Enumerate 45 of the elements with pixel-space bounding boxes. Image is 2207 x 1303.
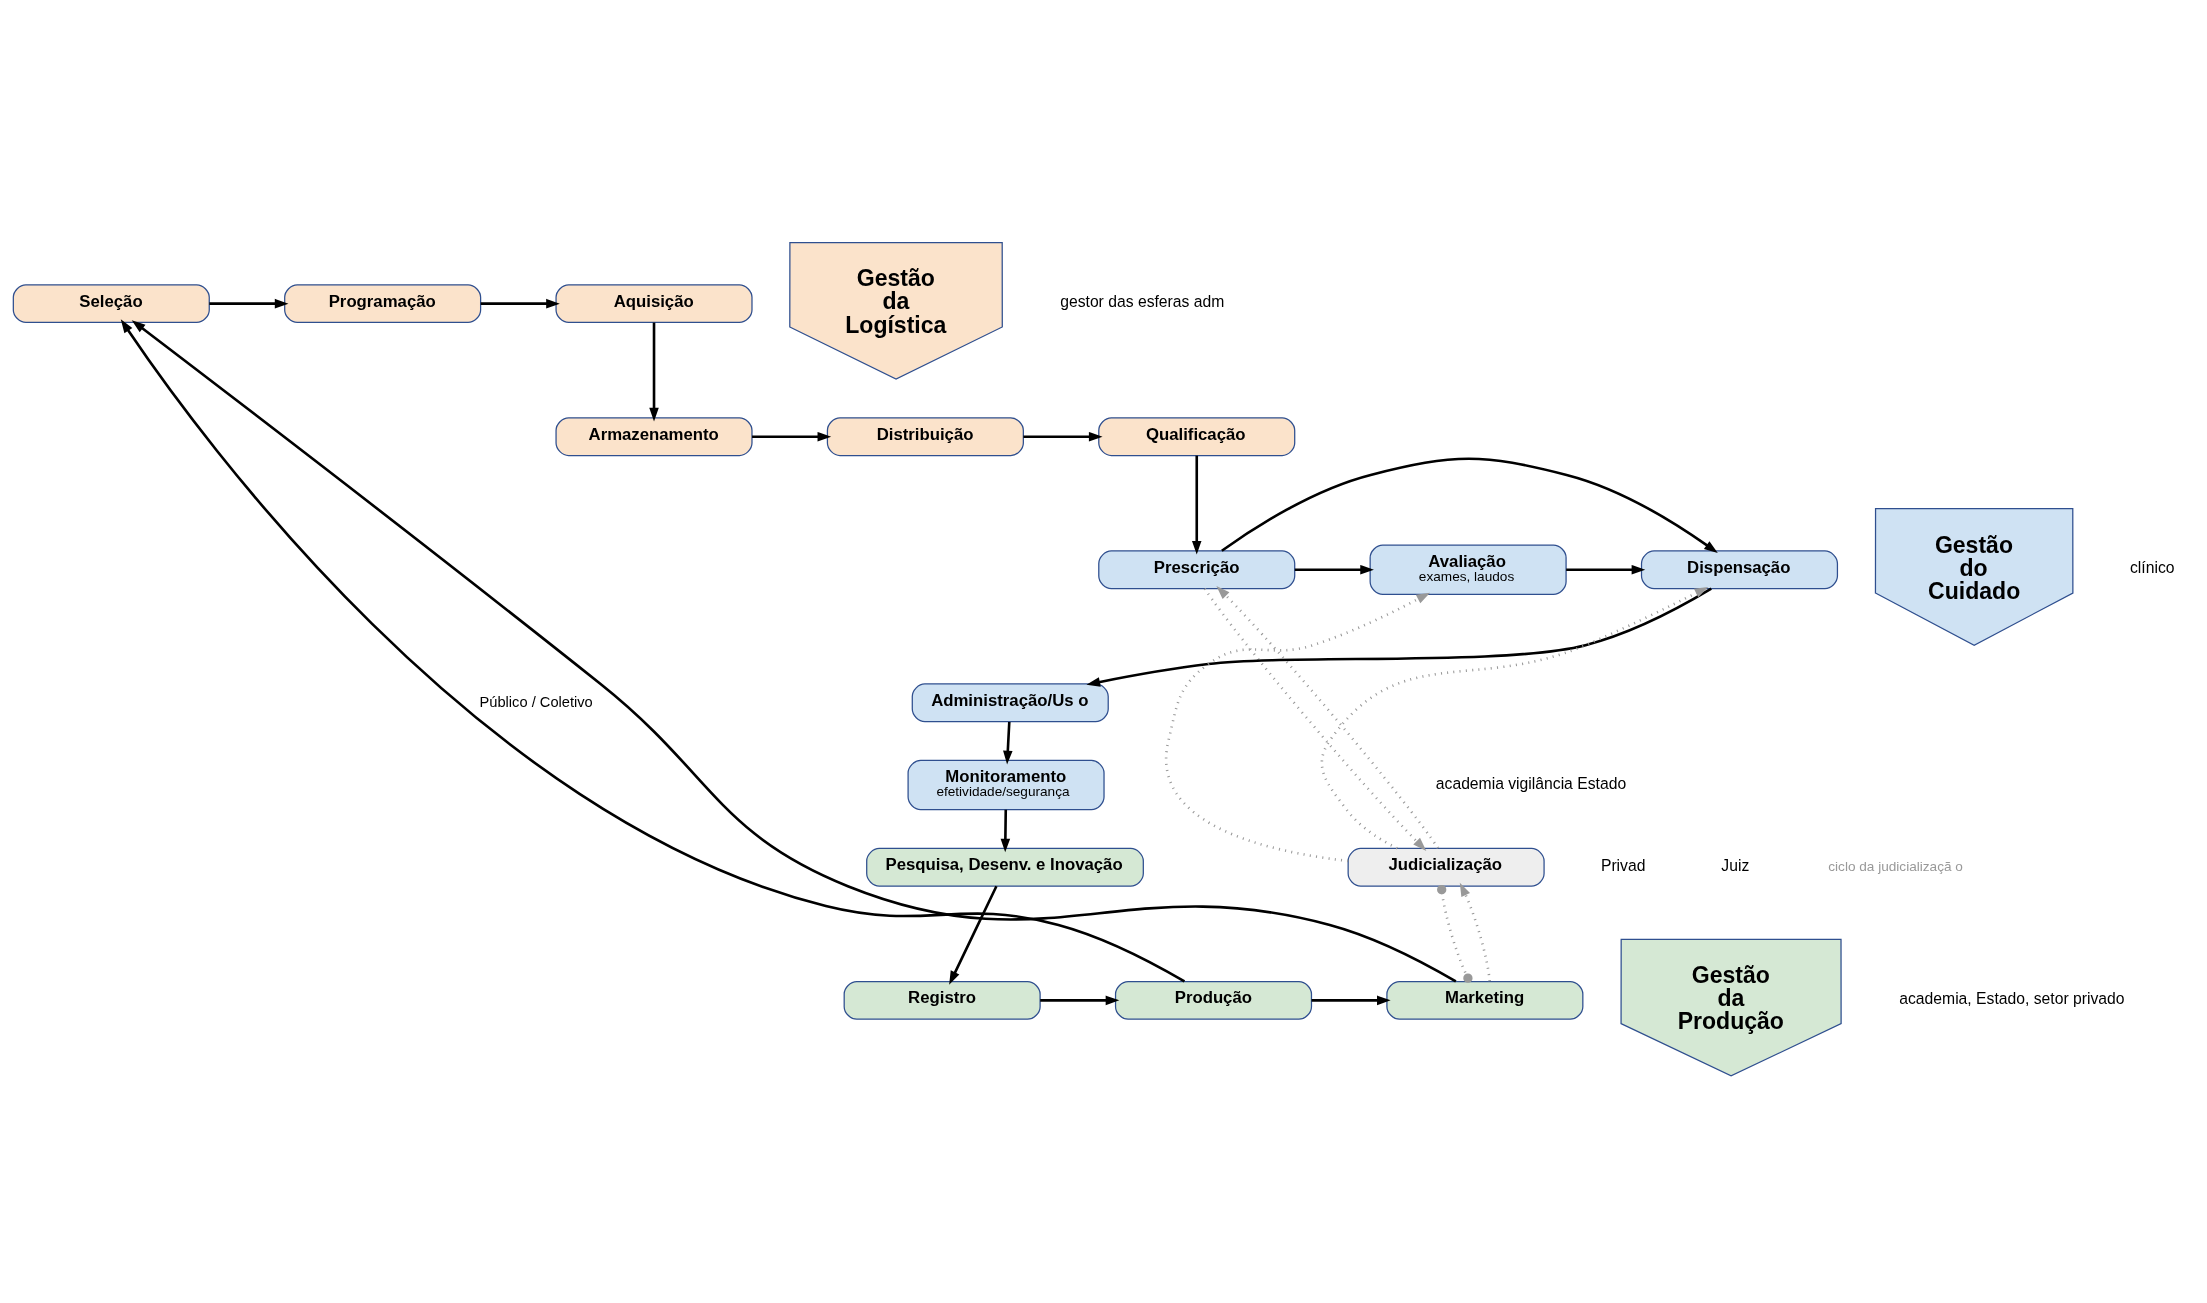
- edge-label: Público / Coletivo: [479, 693, 593, 710]
- arrow: [949, 885, 998, 985]
- node-box: Administração/Us o: [911, 682, 1109, 722]
- arrow: [649, 322, 659, 421]
- arrow: [131, 319, 1457, 982]
- arrow: [209, 298, 289, 308]
- node-box: Prescrição: [1098, 549, 1296, 589]
- node-box: Judicialização: [1347, 847, 1545, 887]
- node-box: Avaliação exames, laudos: [1369, 544, 1567, 595]
- label: academia, Estado, setor privado: [1899, 989, 2125, 1007]
- arrow: [1459, 882, 1491, 981]
- legend-label: ciclo da judicializaçã o: [1828, 858, 1963, 874]
- label: gestor das esferas adm: [1060, 292, 1225, 310]
- arrow: [1165, 592, 1431, 862]
- node-box: Distribuição: [826, 416, 1024, 456]
- arrow: [1294, 564, 1374, 575]
- node-box: Armazenamento: [555, 416, 753, 456]
- node-box: Produção: [1114, 980, 1313, 1020]
- label: Juiz: [1721, 856, 1750, 874]
- arrow: [1566, 564, 1646, 575]
- arrow: [1000, 809, 1011, 852]
- arrow: [1023, 431, 1103, 441]
- arrow: [480, 298, 560, 308]
- node-box: Aquisição: [555, 283, 753, 323]
- node-box: Pesquisa, Desenv. e Inovação: [866, 847, 1144, 887]
- node-box: Qualificação: [1098, 416, 1296, 456]
- arrow: [1320, 586, 1709, 849]
- arrow: [1086, 587, 1712, 687]
- node-box: Dispensação: [1640, 549, 1839, 589]
- node-box: Programação: [284, 283, 482, 323]
- arrow: [1003, 721, 1013, 764]
- node-box: Marketing: [1386, 980, 1584, 1020]
- node-box: Registro: [843, 980, 1041, 1020]
- arrow: [120, 318, 1186, 982]
- arrow: [1191, 455, 1202, 555]
- arrow: [1221, 457, 1718, 553]
- node-box: Monitoramento efetividade/segurança: [907, 759, 1105, 810]
- arrow: [1040, 995, 1120, 1005]
- node-box: Seleção: [12, 283, 210, 323]
- connector: [1437, 884, 1473, 983]
- arrow: [752, 431, 832, 441]
- label: Privad: [1600, 856, 1646, 874]
- label: clínico: [2130, 558, 2175, 576]
- arrow: [1311, 995, 1391, 1005]
- label: academia vigilância Estado: [1435, 774, 1627, 792]
